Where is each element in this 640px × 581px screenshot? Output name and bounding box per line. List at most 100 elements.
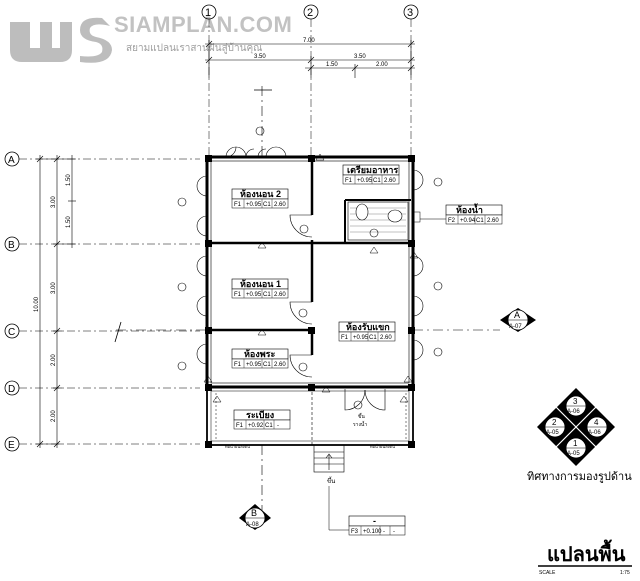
scale-value: 1:75 — [620, 570, 630, 576]
room-name-living: ห้องรับแขก — [346, 322, 390, 332]
elevation-key-caption: ทิศทางการมองรูปด้าน — [527, 471, 632, 483]
entry-stair — [313, 444, 345, 473]
section-a-ref: A-07 — [509, 324, 522, 330]
dim-left-cd: 2.00 — [51, 354, 57, 366]
porch-triangles — [203, 153, 419, 403]
grid-row-c-label: C — [8, 327, 15, 338]
elev-1-num: 1 — [573, 439, 578, 448]
section-b-letter: B — [251, 508, 257, 518]
dim-top-seg-a: 3.50 — [254, 54, 266, 60]
room-label-shrine: ห้องพระ F1 +0.95 C1 2.60 — [231, 348, 289, 369]
section-a-marker — [500, 308, 536, 332]
room-height-entry: - — [393, 529, 395, 535]
room-level-kitchen: +0.95 — [357, 178, 373, 184]
room-c-shrine: C1 — [263, 362, 271, 368]
room-level-shrine: +0.95 — [246, 362, 262, 368]
top-dimension-lines — [205, 40, 415, 78]
grid-row-b-label: B — [8, 240, 15, 251]
room-label-kitchen: เตรียมอาหาร F1 +0.95 C1 2.60 — [342, 164, 400, 185]
dim-top-seg-d: 2.00 — [376, 62, 388, 68]
room-height-bathroom: 2.60 — [487, 218, 499, 224]
grid-row-d-label: D — [8, 384, 15, 395]
downspout-left: ท่อน้ำฝนลงดิน — [225, 442, 250, 449]
room-name-entry: - — [373, 516, 376, 526]
dim-left-de: 2.00 — [51, 410, 57, 422]
grid-row-a-label: A — [8, 155, 15, 166]
room-label-bedroom-1: ห้องนอน 1 F1 +0.95 C1 2.60 — [231, 278, 289, 299]
room-f-shrine: F1 — [234, 362, 242, 368]
elev-4-ref: A-06 — [588, 430, 601, 436]
room-name-bedroom-2: ห้องนอน 2 — [240, 189, 281, 199]
room-c-bathroom: C1 — [476, 218, 484, 224]
room-height-kitchen: 2.60 — [384, 178, 396, 184]
room-height-shrine: 2.60 — [274, 362, 286, 368]
logo: SIAMPLAN.COM สยามแปลนเราสานฝันสู่บ้านคุณ — [10, 12, 292, 63]
elev-3-num: 3 — [573, 397, 578, 406]
room-c-bedroom-2: C1 — [263, 202, 271, 208]
bathroom-fixtures — [347, 201, 421, 241]
elev-1-ref: A-05 — [567, 451, 580, 457]
downspout-right: ท่อน้ำฝนลงดิน — [370, 442, 395, 449]
room-f-bedroom-1: F1 — [234, 292, 242, 298]
grid-row-e-label: E — [8, 440, 15, 451]
dim-left-ab-1: 1.50 — [66, 174, 72, 186]
room-label-bedroom-2: ห้องนอน 2 F1 +0.95 C1 2.60 — [231, 188, 289, 209]
sink — [387, 209, 403, 223]
room-height-living: 2.60 — [380, 335, 392, 341]
drawing-title: แปลนพื้น — [547, 539, 626, 566]
dim-top-overall: 7.00 — [303, 38, 315, 44]
room-level-entry: +0.100 — [363, 529, 382, 535]
room-f-living: F1 — [341, 335, 349, 341]
room-name-bathroom: ห้องน้ำ — [456, 203, 483, 215]
room-name-shrine: ห้องพระ — [244, 349, 275, 359]
room-c-entry: - — [383, 529, 385, 535]
dim-left-bc: 3.00 — [51, 282, 57, 294]
dim-top-seg-b: 3.50 — [354, 54, 366, 60]
room-level-bedroom-1: +0.95 — [246, 292, 262, 298]
grid-col-2-label: 2 — [307, 7, 313, 19]
section-b-marker — [239, 504, 271, 530]
room-name-porch: ระเบียง — [246, 410, 274, 420]
dim-top-seg-c: 1.50 — [326, 62, 338, 68]
room-label-porch: ระเบียง F1 +0.92 C1 - — [233, 409, 291, 430]
stair-label: ขึ้น — [327, 475, 335, 485]
grid-col-3-label: 3 — [407, 7, 413, 19]
room-level-bedroom-2: +0.95 — [246, 202, 262, 208]
section-a-letter: A — [514, 310, 520, 320]
scale-label: SCALE — [539, 570, 556, 576]
room-f-porch: F1 — [236, 423, 244, 429]
elev-4-num: 4 — [594, 418, 599, 427]
left-dimension-lines — [36, 155, 76, 448]
room-label-living: ห้องรับแขก F1 +0.95 C1 2.60 — [338, 321, 396, 342]
room-level-porch: +0.92 — [248, 423, 264, 429]
elev-2-ref: A-05 — [546, 430, 559, 436]
dim-left-ab-2: 1.50 — [66, 216, 72, 228]
elevation-key — [537, 388, 615, 466]
room-c-kitchen: C1 — [373, 178, 381, 184]
grid-col-1-label: 1 — [205, 7, 211, 19]
dim-left-ab: 3.00 — [51, 196, 57, 208]
room-c-porch: C1 — [265, 423, 273, 429]
room-name-bedroom-1: ห้องนอน 1 — [240, 279, 281, 289]
doors — [289, 214, 386, 411]
down-note: ขึ้น — [358, 411, 365, 420]
rain-note: รางน้ำ — [353, 419, 367, 428]
section-b-ref: A-08 — [246, 522, 259, 528]
elev-2-num: 2 — [552, 418, 557, 427]
logo-mark — [10, 22, 72, 62]
room-label-bathroom: ห้องน้ำ F2 +0.94 C1 2.60 — [420, 203, 503, 225]
room-level-bathroom: +0.94 — [460, 218, 476, 224]
windows — [196, 146, 424, 365]
room-height-bedroom-1: 2.60 — [274, 292, 286, 298]
section-lines — [114, 86, 500, 512]
room-f-bedroom-2: F1 — [234, 202, 242, 208]
room-label-entry: - F3 +0.100 - - — [328, 486, 406, 536]
row-grid-markers — [4, 151, 200, 452]
room-name-kitchen: เตรียมอาหาร — [347, 165, 398, 175]
room-level-living: +0.95 — [353, 335, 369, 341]
elev-3-ref: A-06 — [567, 409, 580, 415]
dim-left-overall: 10.00 — [34, 296, 40, 312]
logo-tagline: สยามแปลนเราสานฝันสู่บ้านคุณ — [126, 42, 262, 54]
room-c-bedroom-1: C1 — [263, 292, 271, 298]
room-f-kitchen: F1 — [345, 178, 353, 184]
